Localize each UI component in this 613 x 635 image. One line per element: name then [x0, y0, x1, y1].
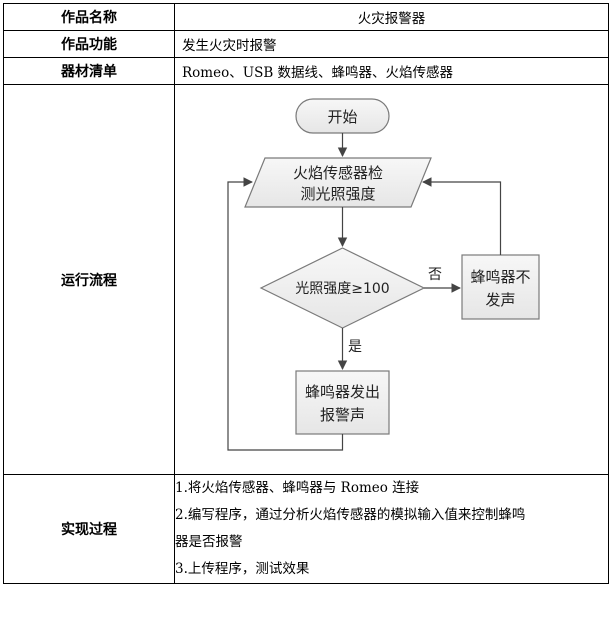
sense-text-line2: 测光照强度 — [300, 185, 375, 203]
process-steps: 1.将火焰传感器、蜂鸣器与 Romeo 连接 2.编写程序，通过分析火焰传感器的… — [174, 474, 609, 584]
label-materials: 器材清单 — [3, 57, 175, 85]
sense-input-box — [244, 157, 432, 208]
step-2-continued: 器是否报警 — [175, 534, 243, 550]
row-function: 作品功能 发生火灾时报警 — [3, 30, 609, 58]
row-materials: 器材清单 Romeo、USB 数据线、蜂鸣器、火焰传感器 — [3, 57, 609, 85]
project-sheet: 作品名称 火灾报警器 作品功能 发生火灾时报警 器材清单 Romeo、USB 数… — [3, 3, 609, 629]
buzzer-alarm-box — [295, 370, 390, 435]
project-table: 作品名称 火灾报警器 作品功能 发生火灾时报警 器材清单 Romeo、USB 数… — [3, 3, 609, 584]
sense-text-line1: 火焰传感器检 — [293, 164, 383, 182]
row-flow: 运行流程 开始 火焰传感器检 — [3, 84, 609, 475]
arrow-silent-loop — [422, 177, 502, 255]
start-text: 开始 — [327, 108, 357, 126]
decision-text: 光照强度≥100 — [295, 281, 389, 297]
arrow-alarm-loop — [227, 177, 344, 451]
label-process: 实现过程 — [3, 474, 175, 584]
step-1: 1.将火焰传感器、蜂鸣器与 Romeo 连接 — [175, 480, 420, 496]
flowchart: 开始 火焰传感器检 测光照强度 光照强度≥100 否 蜂鸣器不 发声 — [227, 98, 540, 451]
step-3: 3.上传程序，测试效果 — [175, 561, 310, 577]
silent-text-line2: 发声 — [485, 291, 515, 309]
no-label: 否 — [428, 267, 442, 283]
buzzer-silent-box — [461, 254, 540, 320]
label-function: 作品功能 — [3, 30, 175, 58]
step-2: 2.编写程序，通过分析火焰传感器的模拟输入值来控制蜂鸣 — [175, 507, 526, 523]
label-flow: 运行流程 — [3, 84, 175, 475]
value-function: 发生火灾时报警 — [174, 30, 609, 58]
alarm-text-line1: 蜂鸣器发出 — [305, 383, 380, 401]
yes-label: 是 — [348, 339, 362, 355]
label-name: 作品名称 — [3, 3, 175, 31]
flowchart-cell: 开始 火焰传感器检 测光照强度 光照强度≥100 否 蜂鸣器不 发声 — [174, 84, 609, 475]
value-materials: Romeo、USB 数据线、蜂鸣器、火焰传感器 — [174, 57, 609, 85]
value-name: 火灾报警器 — [174, 3, 609, 31]
row-process: 实现过程 1.将火焰传感器、蜂鸣器与 Romeo 连接 2.编写程序，通过分析火… — [3, 474, 609, 584]
row-name: 作品名称 火灾报警器 — [3, 3, 609, 31]
silent-text-line1: 蜂鸣器不 — [470, 268, 530, 286]
alarm-text-line2: 报警声 — [320, 406, 365, 424]
